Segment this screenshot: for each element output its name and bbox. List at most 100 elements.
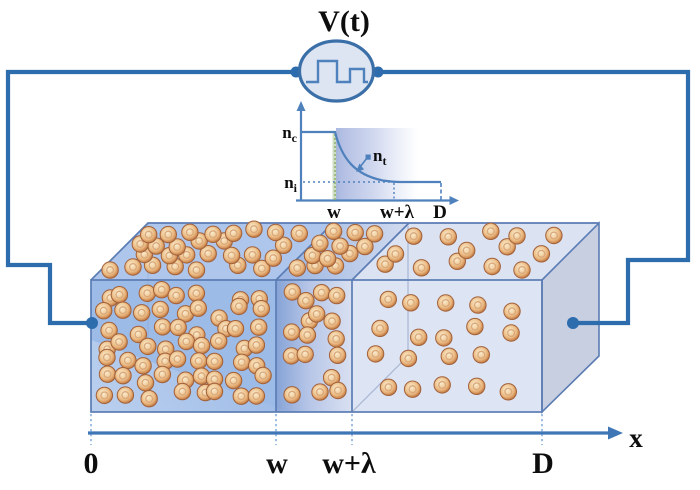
box-outlines [90, 222, 599, 413]
bead [205, 382, 224, 401]
bead [298, 326, 317, 344]
axis-tick-wl: w+λ [322, 447, 376, 480]
inset-graph: nc ni nt w w+λ D [282, 101, 459, 223]
bead [403, 380, 422, 398]
bead [412, 259, 431, 277]
bead [266, 223, 285, 242]
interior-plane-edges [351, 226, 409, 413]
bead [140, 390, 158, 408]
bead [318, 250, 337, 268]
bead [472, 346, 490, 364]
bead [433, 376, 451, 394]
bead [379, 378, 398, 396]
bead [139, 337, 157, 356]
bead [226, 320, 245, 338]
bead [545, 226, 563, 245]
bead [513, 261, 531, 279]
axis-tick-0: 0 [84, 447, 99, 480]
nt-arrow-line [359, 157, 368, 168]
bead [138, 284, 157, 302]
bead [482, 222, 500, 241]
bead [247, 336, 266, 354]
bead [247, 387, 266, 405]
bead [311, 234, 329, 253]
bead [439, 228, 457, 246]
bead [243, 246, 262, 264]
bead [329, 381, 347, 400]
bead [222, 246, 241, 265]
bead [365, 225, 384, 243]
bead [190, 352, 208, 370]
source-right-terminal-dot [372, 66, 384, 78]
bead [173, 382, 192, 401]
bead [328, 346, 347, 364]
nc-label: nc [282, 123, 297, 145]
bead [297, 292, 315, 310]
bead [98, 348, 116, 367]
nt-arrowhead [356, 163, 364, 172]
bead [210, 332, 228, 350]
axis-tick-D: D [532, 447, 554, 480]
inset-tick-w: w [327, 202, 341, 223]
pulse-waveform-icon [306, 59, 368, 84]
inset-tick-D: D [433, 202, 447, 223]
bead [119, 351, 137, 370]
bead [468, 377, 486, 395]
bead [458, 241, 476, 260]
bead [98, 365, 117, 383]
bead [440, 347, 458, 365]
bead [532, 245, 551, 263]
bead [288, 259, 306, 277]
bead [159, 225, 178, 244]
bead [274, 236, 293, 255]
bead [379, 290, 397, 309]
bead [356, 237, 374, 256]
position-axis: x 0 w w+λ D [84, 414, 643, 480]
bead [124, 258, 142, 276]
bead [435, 329, 453, 347]
bead [311, 383, 329, 401]
bead [324, 222, 343, 241]
bead [140, 226, 158, 244]
left-electrode-dot [86, 317, 98, 329]
bead [366, 345, 385, 363]
bead [328, 286, 346, 305]
bead [371, 319, 389, 338]
inset-tick-wl: w+λ [380, 202, 415, 223]
ni-label: ni [284, 173, 297, 195]
bead [134, 357, 152, 375]
bead [483, 257, 501, 276]
inset-xaxis-arrowhead [449, 196, 459, 205]
bead [503, 302, 521, 320]
bead [187, 284, 206, 302]
voltage-source: V(t) [297, 5, 376, 103]
bead [110, 333, 128, 351]
bead [327, 330, 345, 348]
bead [101, 261, 119, 279]
bead [437, 294, 455, 312]
bead [386, 245, 405, 263]
bead [469, 296, 487, 314]
sample-box [90, 220, 600, 414]
bead [283, 386, 301, 404]
bead [466, 317, 484, 336]
bead [323, 312, 341, 330]
bead [187, 261, 206, 279]
bead [167, 286, 185, 305]
bead [153, 281, 171, 299]
right-electrode-dot [567, 317, 579, 329]
bead [283, 283, 302, 301]
bead [410, 328, 428, 346]
bead [252, 300, 270, 318]
bead [290, 224, 308, 243]
carrier-density-curve [302, 130, 441, 184]
bead [136, 374, 155, 392]
bead [181, 223, 199, 242]
bead [129, 325, 148, 344]
bead [189, 299, 208, 317]
bead [502, 324, 520, 342]
bead [95, 386, 114, 405]
bead [133, 304, 151, 322]
bead [233, 353, 251, 371]
left-wire [5, 69, 293, 326]
